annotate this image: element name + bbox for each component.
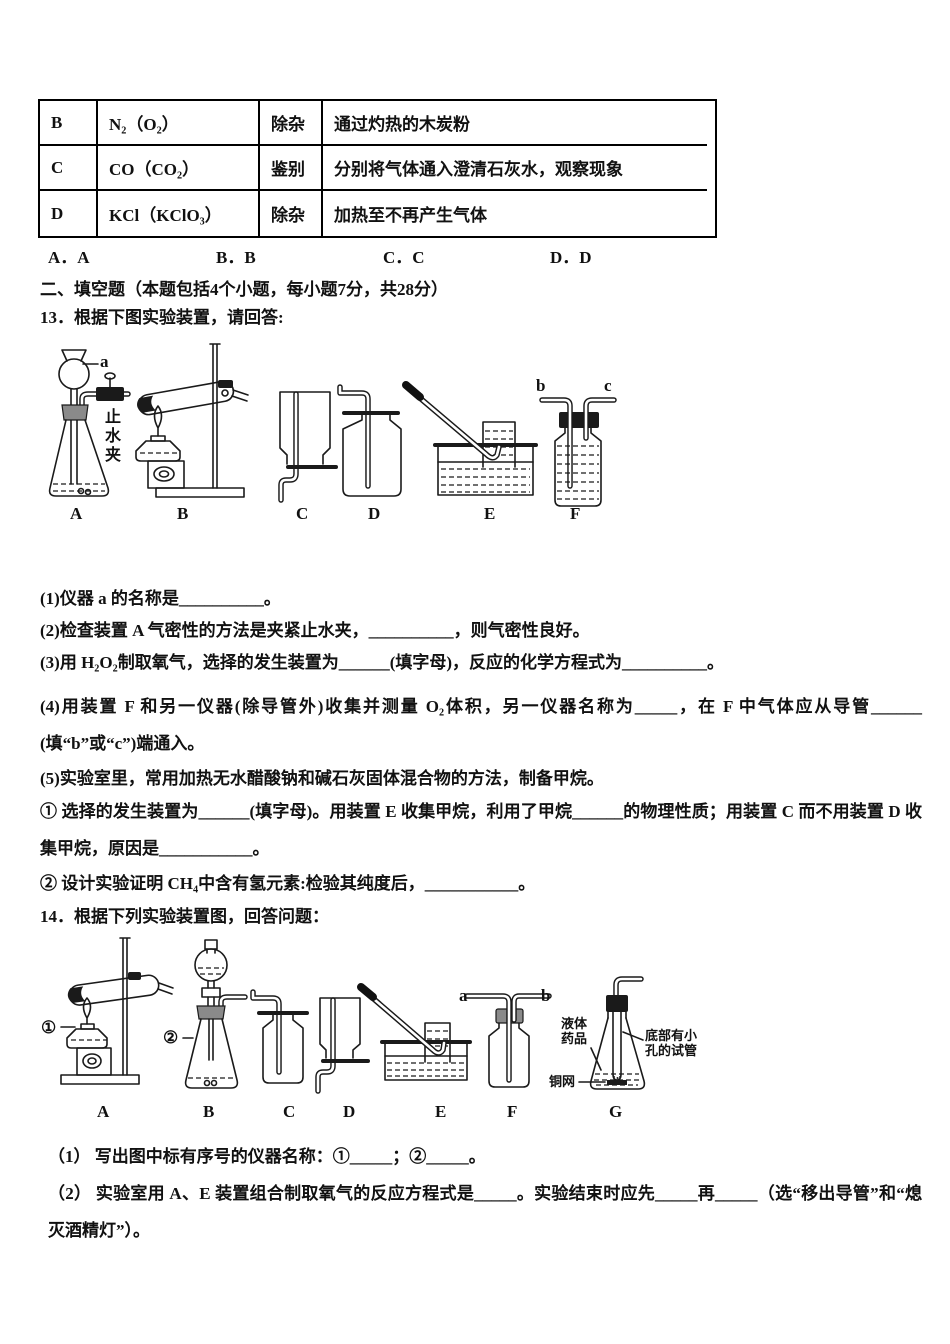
apparatus-letter-A: A: [70, 504, 83, 523]
q13-apparatus-E: [402, 381, 538, 496]
q14-apparatus-diagram: ① ② a b 液体药品 铜网 底部有小孔的试管 A B C D E F G: [35, 932, 715, 1132]
q13-part-4: (4)用装置 F 和另一仪器(除导管外)收集并测量 O₂体积，另一仪器名称为__…: [40, 697, 922, 753]
q14-apparatus-E: [357, 983, 472, 1081]
cell-task: 除杂: [260, 191, 323, 236]
label-b-tube: b: [536, 376, 546, 395]
cell-option: B: [40, 101, 98, 146]
label-liquid-reagent: 液体药品: [561, 1016, 588, 1046]
q13-apparatus-F: [539, 397, 617, 507]
cell-task: 除杂: [260, 101, 323, 146]
q14-apparatus-D: [315, 997, 370, 1094]
label-c-tube: c: [604, 376, 612, 395]
label-a-tube: a: [459, 986, 468, 1005]
apparatus-letter-E: E: [435, 1102, 447, 1121]
cell-option: C: [40, 146, 98, 191]
label-a-tube: a: [100, 352, 109, 371]
q13-diagram-art: [48, 343, 617, 507]
apparatus-letter-B: B: [203, 1102, 215, 1121]
apparatus-letter-D: D: [343, 1102, 356, 1121]
cell-method: 分别将气体通入澄清石灰水，观察现象: [323, 146, 707, 191]
apparatus-letter-A: A: [97, 1102, 110, 1121]
label-holed-tube: 底部有小孔的试管: [645, 1028, 698, 1058]
q13-part-2: (2)检查装置 A 气密性的方法是夹紧止水夹，__________，则气密性良好…: [40, 621, 590, 640]
q14-apparatus-G: [578, 976, 646, 1090]
apparatus-letter-C: C: [296, 504, 309, 523]
q14-apparatus-A: [60, 937, 174, 1085]
q13-apparatus-A: [48, 349, 131, 497]
q14-diagram-art: [60, 937, 646, 1094]
purification-table: B N₂（O₂） 除杂 通过灼热的木炭粉 C CO（CO₂） 鉴别 分别将气体通…: [38, 99, 717, 238]
q13-apparatus-B: [135, 343, 249, 498]
q13-part-1: (1)仪器 a 的名称是__________。: [40, 589, 281, 608]
apparatus-letter-F: F: [570, 504, 581, 523]
q13-stem: 13．根据下图实验装置，请回答:: [40, 308, 284, 327]
answer-option-d: D．D: [550, 248, 592, 267]
apparatus-letter-D: D: [368, 504, 381, 523]
q14-apparatus-F: [464, 993, 552, 1088]
q13-apparatus-D: [337, 384, 402, 497]
q14-part-1: （1） 写出图中标有序号的仪器名称：①_____；②_____。: [48, 1147, 486, 1166]
answer-option-a: A．A: [48, 248, 90, 267]
apparatus-letter-G: G: [609, 1102, 623, 1121]
cell-option: D: [40, 191, 98, 236]
cell-gases: KCl（KClO₃）: [98, 191, 260, 236]
marker-2: ②: [163, 1028, 179, 1047]
apparatus-letter-B: B: [177, 504, 189, 523]
cell-gases: CO（CO₂）: [98, 146, 260, 191]
marker-1: ①: [41, 1018, 57, 1037]
label-pinch-clamp: 止水夹: [102, 408, 119, 465]
apparatus-letter-E: E: [484, 504, 496, 523]
q13-part-3: (3)用 H₂O₂制取氧气，选择的发生装置为______(填字母)，反应的化学方…: [40, 653, 725, 672]
q13-apparatus-diagram: a 止水夹 b c A B C D E F: [38, 336, 650, 532]
cell-gases: N₂（O₂）: [98, 101, 260, 146]
apparatus-letter-F: F: [507, 1102, 518, 1121]
section2-header: 二、填空题（本题包括4个小题，每小题7分，共28分）: [40, 280, 448, 299]
answer-option-c: C．C: [383, 248, 425, 267]
q13-apparatus-C: [278, 391, 338, 503]
cell-task: 鉴别: [260, 146, 323, 191]
cell-method: 加热至不再产生气体: [334, 206, 487, 225]
q14-stem: 14．根据下列实验装置图，回答问题：: [40, 907, 329, 926]
q14-part-2: （2） 实验室用 A、E 装置组合制取氧气的反应方程式是_____。实验结束时应…: [48, 1184, 922, 1240]
cell-method: 通过灼热的木炭粉: [323, 101, 707, 146]
apparatus-letter-C: C: [283, 1102, 296, 1121]
q14-apparatus-C: [250, 989, 309, 1084]
q13-part-5-sub2: ② 设计实验证明 CH₄中含有氢元素:检验其纯度后，___________。: [40, 874, 536, 893]
answer-option-b: B．B: [216, 248, 256, 267]
label-copper-mesh: 铜网: [549, 1074, 576, 1089]
q13-part-5: (5)实验室里，常用加热无水醋酸钠和碱石灰固体混合物的方法，制备甲烷。: [40, 769, 604, 788]
label-b-tube: b: [541, 986, 551, 1005]
q13-part-5-sub1: ① 选择的发生装置为______(填字母)。用装置 E 收集甲烷，利用了甲烷__…: [40, 802, 922, 858]
q14-apparatus-B: [182, 939, 248, 1089]
